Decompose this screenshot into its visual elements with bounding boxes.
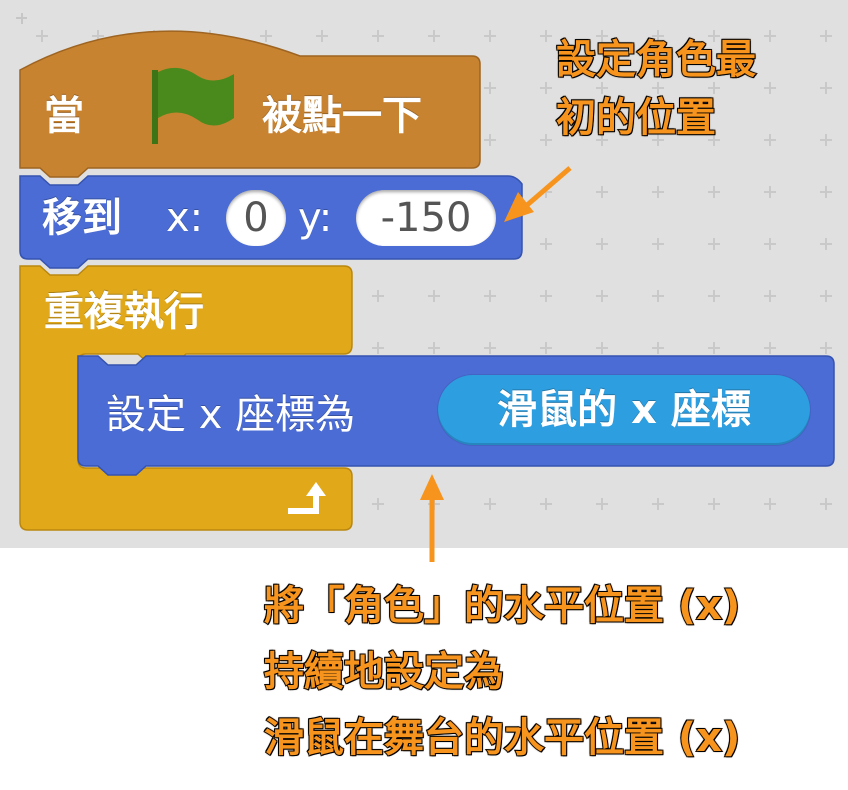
grid-cross xyxy=(484,342,496,354)
hat-prefix-label: 當 xyxy=(44,93,84,139)
grid-cross xyxy=(708,134,720,146)
grid-cross xyxy=(820,290,832,302)
grid-cross xyxy=(596,186,608,198)
grid-cross xyxy=(652,498,664,510)
grid-cross xyxy=(540,342,552,354)
grid-cross xyxy=(764,134,776,146)
grid-cross xyxy=(428,342,440,354)
grid-cross xyxy=(596,342,608,354)
grid-cross xyxy=(596,290,608,302)
y-value-input[interactable]: -150 xyxy=(356,190,496,246)
x-value-input[interactable]: 0 xyxy=(226,190,286,246)
setx-label: 設定 x 座標為 xyxy=(106,392,356,438)
grid-cross xyxy=(652,82,664,94)
grid-cross xyxy=(596,30,608,42)
grid-cross xyxy=(820,30,832,42)
grid-cross xyxy=(596,498,608,510)
grid-cross xyxy=(764,290,776,302)
grid-cross xyxy=(764,82,776,94)
grid-cross xyxy=(708,290,720,302)
annotation-bottom-line2: 持續地設定為 xyxy=(263,649,505,695)
grid-cross xyxy=(372,290,384,302)
grid-cross xyxy=(764,238,776,250)
annotation-top-line1: 設定角色最 xyxy=(555,37,757,83)
grid-cross xyxy=(92,30,104,42)
green-flag-icon xyxy=(152,67,234,144)
grid-cross xyxy=(36,30,48,42)
grid-cross xyxy=(652,186,664,198)
grid-cross xyxy=(596,134,608,146)
grid-cross xyxy=(652,342,664,354)
mouse-x-reporter[interactable]: 滑鼠的 x 座標 xyxy=(438,375,810,445)
grid-cross xyxy=(484,498,496,510)
grid-cross xyxy=(484,82,496,94)
grid-cross xyxy=(764,498,776,510)
grid-cross xyxy=(820,134,832,146)
grid-cross xyxy=(708,82,720,94)
goto-y-label: y: xyxy=(298,195,333,241)
grid-cross xyxy=(540,238,552,250)
goto-x-label: x: xyxy=(166,195,204,241)
grid-cross xyxy=(708,186,720,198)
grid-cross xyxy=(540,134,552,146)
grid-cross xyxy=(540,290,552,302)
grid-cross xyxy=(484,30,496,42)
forever-label: 重複執行 xyxy=(44,289,204,335)
grid-cross xyxy=(708,238,720,250)
grid-cross xyxy=(484,134,496,146)
grid-cross xyxy=(820,342,832,354)
grid-cross xyxy=(820,82,832,94)
grid-cross xyxy=(652,238,664,250)
hat-suffix-label: 被點一下 xyxy=(262,93,422,139)
grid-cross xyxy=(708,498,720,510)
arrow-to-setx-block xyxy=(420,474,444,548)
grid-cross xyxy=(540,82,552,94)
grid-cross xyxy=(820,498,832,510)
arrow-to-y-input xyxy=(504,166,572,222)
annotation-arrows xyxy=(420,166,572,548)
grid-cross xyxy=(372,342,384,354)
grid-cross xyxy=(372,498,384,510)
grid-cross xyxy=(764,30,776,42)
annotation-top-line2: 初的位置 xyxy=(555,95,717,141)
grid-cross xyxy=(596,82,608,94)
grid-cross xyxy=(652,290,664,302)
grid-cross xyxy=(540,30,552,42)
script-workspace[interactable]: 當 被點一下 移到 x: 0 y: -150 重複執行 設定 x 座標為 滑鼠的… xyxy=(0,0,848,548)
hat-block-shape[interactable] xyxy=(19,30,481,178)
grid-cross xyxy=(764,342,776,354)
annotation-arrow-tail xyxy=(429,546,435,562)
goto-label: 移到 xyxy=(42,195,122,241)
grid-cross xyxy=(820,186,832,198)
grid-cross xyxy=(428,290,440,302)
grid-cross xyxy=(596,238,608,250)
grid-cross xyxy=(708,342,720,354)
annotation-bottom-line3: 滑鼠在舞台的水平位置 (x) xyxy=(263,715,741,761)
grid-cross xyxy=(316,30,328,42)
grid-cross xyxy=(372,30,384,42)
grid-cross xyxy=(764,186,776,198)
grid-cross xyxy=(260,30,272,42)
grid-cross xyxy=(820,238,832,250)
grid-cross xyxy=(428,30,440,42)
annotation-bottom-line1: 將「角色」的水平位置 (x) xyxy=(263,583,741,629)
grid-cross xyxy=(540,498,552,510)
grid-cross xyxy=(652,134,664,146)
grid-cross xyxy=(708,30,720,42)
grid-cross xyxy=(652,30,664,42)
loop-arrow-icon xyxy=(288,482,326,514)
grid-cross xyxy=(484,290,496,302)
